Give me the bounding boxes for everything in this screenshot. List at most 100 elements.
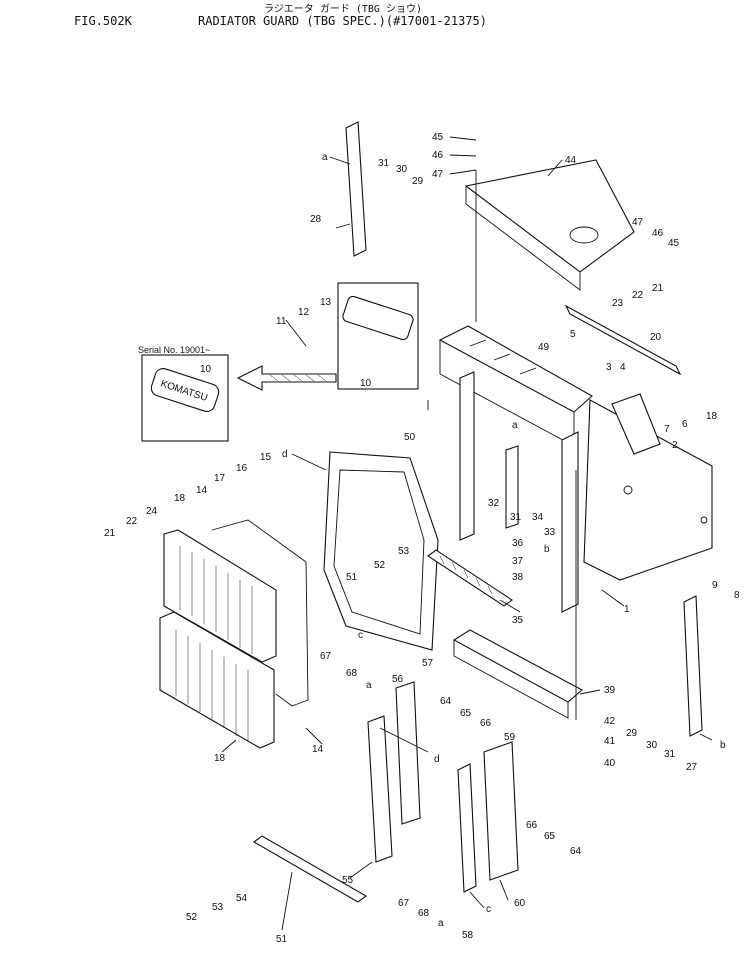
callout-18-bottom: 18 [214,753,226,764]
callout-66: 67 [320,651,332,662]
center-frame [323,451,439,651]
side-plate-right [683,595,703,737]
callout-22-left: 24 [146,506,158,517]
callout-37: 36 [512,538,524,549]
callout-43: 42 [604,716,616,727]
vertical-plate-60 [457,763,477,893]
callout-30: 30 [646,740,658,751]
callout-63-bottom: 64 [570,846,582,857]
callout-60: 58 [462,930,474,941]
callout-33: 32 [488,498,500,509]
callout-61: 59 [504,732,516,743]
callout-1: 1 [624,604,630,615]
emblem-plate [342,295,414,341]
callout-45-top: 45 [432,132,444,143]
callout-22: 18 [706,411,718,422]
callout-13: 13 [320,297,332,308]
callout-64: 65 [460,708,472,719]
callout-14: 14 [196,485,208,496]
callout-58: 56 [392,674,404,685]
slat-bar [505,445,519,529]
callout-31: 31 [664,749,676,760]
callout-c: c [486,904,491,915]
callout-42: 41 [604,736,616,747]
callout-66-bottom: 67 [398,898,410,909]
callout-a: a [512,420,518,431]
side-rail [564,304,682,376]
callout-50: 51 [346,572,358,583]
bottom-strip-53 [253,835,367,903]
callout-18-top: 18 [174,493,186,504]
callout-20: 21 [104,528,116,539]
callout-30-top: 30 [396,164,408,175]
callout-52: 53 [398,546,410,557]
callout-41: 40 [604,758,616,769]
bracket [611,393,661,455]
callout-31-top: 31 [378,158,390,169]
side-plate-left [345,121,367,257]
callout-68-bottom: a [438,918,444,929]
callout-15: 15 [260,452,272,463]
upper-frame [438,325,593,413]
callout-55: 53 [212,902,224,913]
callout-64-bottom: 65 [544,831,556,842]
callout-8: 8 [734,590,740,601]
callout-40: 39 [604,685,616,696]
callout-68: a [366,680,372,691]
callout-59: 57 [422,658,434,669]
callout-27: 27 [686,762,698,773]
callout-2: 2 [672,440,678,451]
callout-3: 3 [606,362,612,373]
inset-arrow [236,365,337,391]
callout-10: 10 [360,378,372,389]
callout-56: 54 [236,893,248,904]
callout-12: 12 [298,307,310,318]
top-cover [464,159,635,273]
callout-62: 60 [514,898,526,909]
lower-grille [159,611,275,749]
callout-46: 46 [652,228,664,239]
callout-b-right: b [720,740,726,751]
callout-21: 22 [126,516,138,527]
callout-67-bottom: 68 [418,908,430,919]
callout-23: 20 [650,332,662,343]
callout-35: 34 [532,512,544,523]
callout-9: 9 [712,580,718,591]
callout-29-top: 29 [412,176,424,187]
callout-46-top: 46 [432,150,444,161]
center-pillar [561,431,579,613]
callout-24: 21 [652,283,664,294]
callout-34: 33 [544,527,556,538]
callout-10-inset: 10 [200,364,212,375]
callout-6: 6 [682,419,688,430]
callout-53: 51 [276,934,288,945]
left-pillar [459,371,475,541]
callout-17: 17 [214,473,226,484]
vertical-plate-58 [395,681,421,825]
callout-47: 47 [632,217,644,228]
callout-16: 16 [236,463,248,474]
vertical-plate-61 [483,741,519,881]
lower-strip [427,549,513,607]
callout-51: 52 [374,560,386,571]
vertical-plate-57 [367,715,393,863]
right-side-panel [583,399,713,581]
callout-7: 7 [664,424,670,435]
figure-number: FIG.502K [74,14,132,28]
callout-65-bottom: 66 [526,820,538,831]
mesh-screen [211,519,309,707]
arrow-hatching [269,374,327,382]
callout-26: 23 [612,298,624,309]
callout-5: 5 [570,329,576,340]
callout-65: 66 [480,718,492,729]
callout-b: b [544,544,550,555]
callout-11: 11 [276,316,287,327]
callout-25: 22 [632,290,644,301]
leader-lines [221,136,713,931]
bottom-channel [452,629,583,703]
callout-29: 29 [626,728,638,739]
callout-38: 37 [512,556,524,567]
inset-emblem [150,368,220,412]
